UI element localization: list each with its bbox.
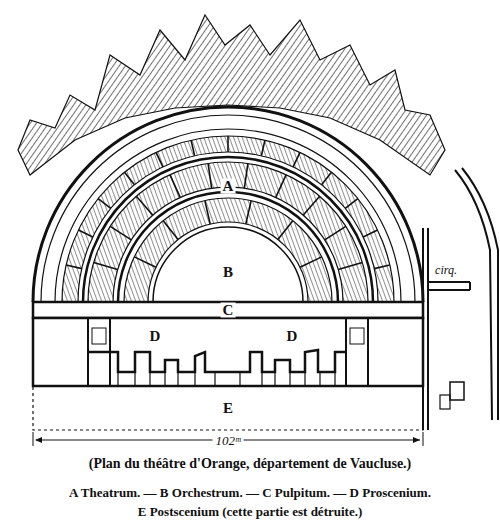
- key-line: A Theatrum. — B Orchestrum. — C Pulpitum…: [69, 486, 431, 499]
- seat-divider: [278, 221, 293, 240]
- seat-divider: [374, 265, 390, 269]
- seat-divider: [98, 199, 111, 209]
- seat-divider: [246, 201, 251, 224]
- seat-divider: [227, 136, 229, 152]
- seat-divider: [345, 199, 358, 209]
- seat-divider: [338, 263, 362, 270]
- caption: (Plan du théâtre d'Orange, département d…: [89, 457, 412, 471]
- part-letter: E: [221, 401, 235, 416]
- seat-divider: [322, 172, 332, 185]
- seat-divider: [134, 257, 156, 267]
- seat-divider: [170, 175, 180, 198]
- area-label: cirq.: [434, 264, 458, 276]
- seat-divider: [244, 163, 248, 188]
- seat-divider: [261, 140, 265, 156]
- part-letter: D: [148, 329, 163, 344]
- seat-divider: [300, 257, 322, 267]
- dimension-label: 102ᵐ: [213, 434, 244, 447]
- seat-divider: [66, 265, 82, 269]
- seat-divider: [325, 226, 346, 240]
- seat-divider: [208, 163, 212, 188]
- part-letter: D: [285, 329, 300, 344]
- part-letter: A: [221, 179, 236, 194]
- seat-divider: [94, 263, 118, 270]
- seat-divider: [363, 230, 377, 237]
- part-letter: B: [221, 265, 235, 280]
- seat-divider: [303, 196, 319, 215]
- seat-divider: [205, 201, 210, 224]
- seat-divider: [156, 152, 163, 166]
- seat-divider: [191, 140, 195, 156]
- seat-divider: [293, 152, 300, 166]
- seat-divider: [136, 196, 152, 215]
- seat-divider: [78, 230, 92, 237]
- seat-divider: [276, 175, 286, 198]
- part-letter: C: [221, 303, 236, 318]
- seat-divider: [125, 172, 135, 185]
- seat-divider: [163, 221, 178, 240]
- seat-divider: [110, 226, 131, 240]
- key-line: E Postscenium (cette partie est détruite…: [138, 505, 363, 518]
